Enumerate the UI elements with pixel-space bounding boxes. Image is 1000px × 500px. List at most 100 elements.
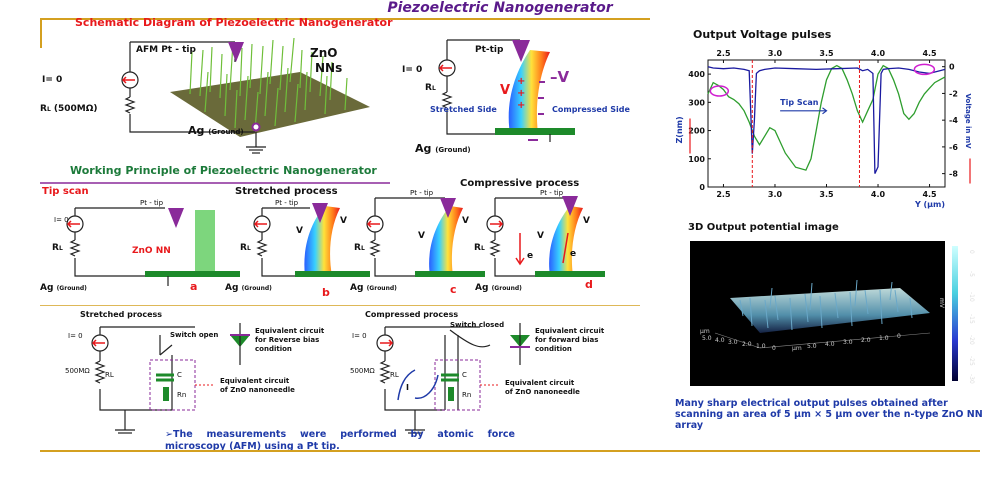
compressed-heading: Compressed process bbox=[365, 310, 458, 319]
compressed-equivalent bbox=[376, 323, 530, 434]
i-label: I bbox=[406, 383, 409, 392]
svg-text:-15: -15 bbox=[968, 314, 975, 324]
svg-text:2.0: 2.0 bbox=[861, 337, 871, 344]
afm-tip-marker bbox=[228, 42, 244, 62]
switch-closed-label: Switch closed bbox=[450, 321, 504, 329]
potential-um-label-1: μm bbox=[700, 328, 710, 335]
panel-a bbox=[66, 207, 240, 286]
v-plus-label: V bbox=[500, 83, 510, 98]
rl-label: RL (500MΩ) bbox=[40, 104, 98, 114]
y-tick-label: 100 bbox=[688, 155, 705, 164]
potential-um-label-2: μm bbox=[792, 345, 802, 352]
svg-text:0: 0 bbox=[772, 345, 776, 352]
y-tick-label: 300 bbox=[688, 98, 705, 107]
c-label-2: C bbox=[462, 371, 467, 379]
y-right-tick-label: -2 bbox=[949, 89, 958, 98]
axis-lines bbox=[714, 332, 931, 349]
pt-tip-label-c: Pt - tip bbox=[410, 189, 434, 197]
pt-tip-label: Pt-tip bbox=[475, 45, 504, 55]
equivalent-circuit-diagram: Stretched process Compressed process Swi… bbox=[40, 305, 640, 434]
ag-label-d: Ag (Ground) bbox=[475, 283, 522, 293]
x-tick-label-top: 2.5 bbox=[716, 49, 731, 58]
x-tick-label: 4.0 bbox=[871, 190, 886, 199]
voltage-line bbox=[707, 66, 946, 174]
v-plus-label-d: V bbox=[583, 216, 590, 226]
svg-text:2.0: 2.0 bbox=[742, 341, 752, 348]
x-tick-label-top: 4.5 bbox=[922, 49, 937, 58]
stretched-nanowire bbox=[508, 50, 550, 134]
y-tick-label: 0 bbox=[699, 183, 705, 192]
pt-tip-marker bbox=[512, 40, 530, 62]
y-tick-label: 200 bbox=[688, 127, 705, 136]
v-minus-label: –V bbox=[550, 68, 570, 86]
v-plus-label-b: V bbox=[340, 216, 347, 226]
highlight-circle bbox=[913, 63, 936, 76]
svg-text:0: 0 bbox=[968, 250, 975, 254]
x-tick-label: 3.5 bbox=[819, 190, 834, 199]
c-label-1: C bbox=[177, 371, 182, 379]
svg-text:+: + bbox=[517, 88, 525, 99]
x-tick-label-top: 3.5 bbox=[819, 49, 834, 58]
current-label-1: I= 0 bbox=[68, 332, 83, 340]
potential-caption: Many sharp electrical output pulses obta… bbox=[675, 398, 983, 431]
svg-text:1.0: 1.0 bbox=[756, 343, 766, 350]
title-divider bbox=[40, 18, 650, 20]
svg-text:+: + bbox=[517, 100, 525, 111]
pt-tip-label-b: Pt - tip bbox=[275, 199, 299, 207]
schematic-heading: Schematic Diagram of Piezoelectric Nanog… bbox=[75, 16, 393, 29]
r-value-label-1: 500MΩ bbox=[65, 367, 90, 375]
panel-label-c: c bbox=[450, 283, 457, 296]
schematic-diagram: AFM Pt - tip ZnO NNs I= 0 RL (500MΩ) Ag … bbox=[40, 37, 370, 154]
panel-b bbox=[253, 203, 370, 277]
working-heading: Working Principle of Piezoelectric Nanog… bbox=[70, 164, 377, 177]
ag-label-a: Ag (Ground) bbox=[40, 283, 87, 293]
panel-d bbox=[486, 196, 605, 277]
compressed-side-label: Compressed Side bbox=[552, 105, 630, 114]
rl-label-b: RL bbox=[240, 243, 251, 253]
stretched-process-label: Stretched process bbox=[235, 186, 338, 197]
panel-label-b: b bbox=[322, 286, 330, 299]
plus-signs: +++ bbox=[517, 76, 525, 111]
svg-text:0: 0 bbox=[897, 333, 901, 340]
v-label-d: V bbox=[537, 231, 544, 241]
y-right-tick-label: -4 bbox=[949, 116, 958, 125]
y-right-axis-label: Voltage in mV bbox=[964, 94, 972, 150]
v-label-c: V bbox=[418, 231, 425, 241]
pt-tip-label-d: Pt - tip bbox=[540, 189, 564, 197]
svg-text:3.0: 3.0 bbox=[728, 339, 738, 346]
current-label: I= 0 bbox=[402, 65, 422, 75]
panel-c bbox=[366, 197, 485, 277]
panel-label-a: a bbox=[190, 280, 197, 293]
working-principle-diagram: Tip scan Stretched process Compressive p… bbox=[40, 178, 605, 299]
resistor-rl bbox=[124, 96, 136, 114]
svg-text:3.0: 3.0 bbox=[843, 339, 853, 346]
svg-text:1.0: 1.0 bbox=[879, 335, 889, 342]
current-label: I= 0 bbox=[54, 216, 69, 224]
y-right-tick-label: -6 bbox=[949, 143, 958, 152]
stretched-side-label: Stretched Side bbox=[430, 105, 497, 114]
output-voltage-chart: 2.52.53.03.03.53.54.04.04.54.50100200300… bbox=[675, 49, 972, 209]
ag-label-b: Ag (Ground) bbox=[225, 283, 272, 293]
rl-label-d: RL bbox=[474, 243, 485, 253]
highlight-circle bbox=[709, 85, 730, 97]
current-label-2: I= 0 bbox=[352, 332, 367, 340]
resistor-rl bbox=[441, 91, 453, 109]
compressive-process-label: Compressive process bbox=[460, 178, 579, 189]
x-tick-label-top: 3.0 bbox=[768, 49, 783, 58]
x-tick-label: 4.5 bbox=[922, 190, 937, 199]
tip-scan-label: Tip scan bbox=[42, 186, 89, 197]
zno-nanowires bbox=[189, 37, 348, 131]
chart-title: Output Voltage pulses bbox=[693, 28, 832, 41]
panel-label-d: d bbox=[585, 278, 593, 291]
ag-label-c: Ag (Ground) bbox=[350, 283, 397, 293]
switch-open-label: Switch open bbox=[170, 331, 218, 339]
potential-heading: 3D Output potential image bbox=[688, 222, 839, 233]
svg-text:+: + bbox=[517, 76, 525, 87]
electron-label-right: e bbox=[570, 249, 576, 259]
stretched-heading: Stretched process bbox=[80, 310, 162, 319]
potential-spikes bbox=[739, 279, 913, 331]
